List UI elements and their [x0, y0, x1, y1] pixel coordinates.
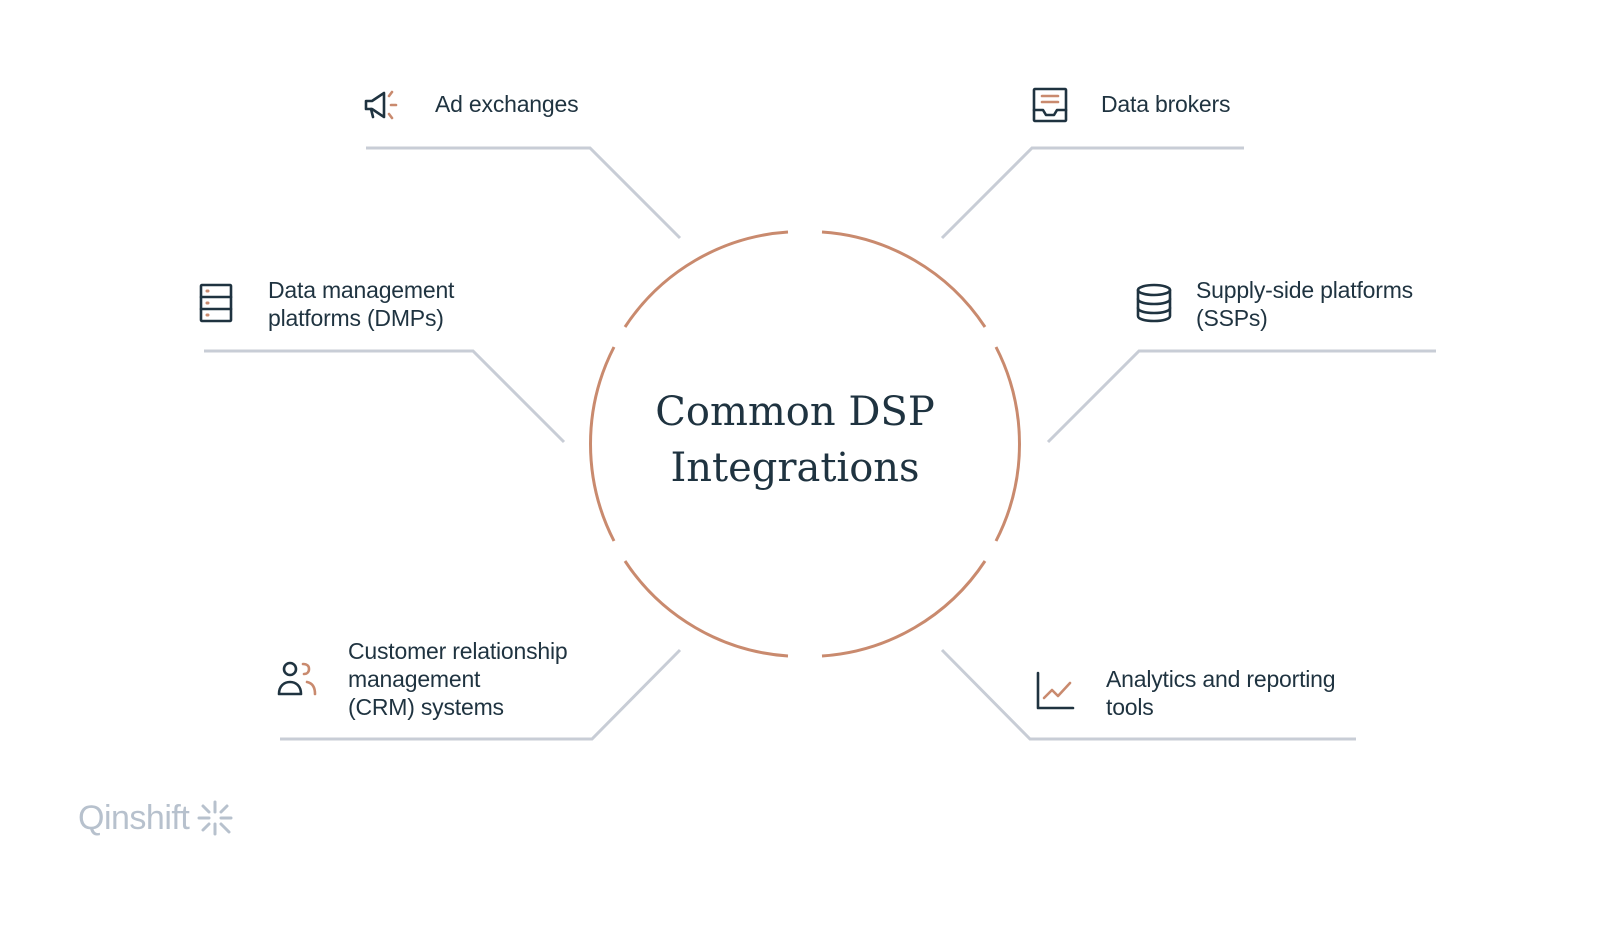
center-ring — [589, 230, 1021, 658]
ring-arc-right — [994, 346, 1021, 542]
item-line: platforms (DMPs) — [268, 305, 444, 331]
item-label-dmps: Data management platforms (DMPs) — [268, 276, 454, 332]
item-line: Data brokers — [1101, 91, 1231, 117]
connector-dmps — [204, 349, 566, 444]
connector-ssps — [1046, 349, 1436, 444]
connector-data-brokers — [940, 146, 1244, 240]
sparkle-burst-icon — [197, 800, 233, 836]
database-icon — [1136, 283, 1172, 323]
item-label-ssps: Supply-side platforms (SSPs) — [1196, 276, 1413, 332]
item-line: (CRM) systems — [348, 694, 504, 720]
line-chart-icon — [1036, 671, 1075, 710]
ring-arc-left — [589, 346, 616, 542]
item-line: Ad exchanges — [435, 91, 579, 117]
item-label-ad-exchanges: Ad exchanges — [435, 90, 579, 118]
title-line-2: Integrations — [670, 445, 920, 491]
item-line: Analytics and reporting — [1106, 666, 1336, 692]
item-label-data-brokers: Data brokers — [1101, 90, 1230, 118]
ring-arc-top — [623, 230, 789, 328]
item-line: Customer relationship — [348, 638, 568, 664]
megaphone-icon — [364, 90, 398, 120]
ring-arc-bottom-left — [623, 560, 789, 658]
logo-text: Qinshift — [78, 798, 190, 837]
item-label-analytics: Analytics and reporting tools — [1106, 665, 1336, 721]
item-line: Data management — [268, 277, 455, 303]
connectors — [204, 146, 1436, 741]
item-line: Supply-side platforms — [1196, 277, 1413, 303]
server-rack-icon — [199, 283, 233, 323]
brand-logo: Qinshift — [78, 798, 235, 838]
ring-arc-bottom-right — [821, 560, 987, 658]
inbox-tray-icon — [1032, 87, 1068, 123]
diagram-title: Common DSP Integrations — [620, 384, 970, 496]
item-line: (SSPs) — [1196, 305, 1268, 331]
connector-ad-exchanges — [366, 146, 682, 240]
item-line: tools — [1106, 694, 1154, 720]
ring-arc-top-right — [821, 230, 987, 328]
item-label-crm: Customer relationship management (CRM) s… — [348, 637, 568, 721]
item-line: management — [348, 666, 481, 692]
connector-analytics — [940, 648, 1356, 741]
users-icon — [277, 661, 317, 696]
title-line-1: Common DSP — [655, 389, 935, 435]
connector-crm — [280, 648, 682, 741]
